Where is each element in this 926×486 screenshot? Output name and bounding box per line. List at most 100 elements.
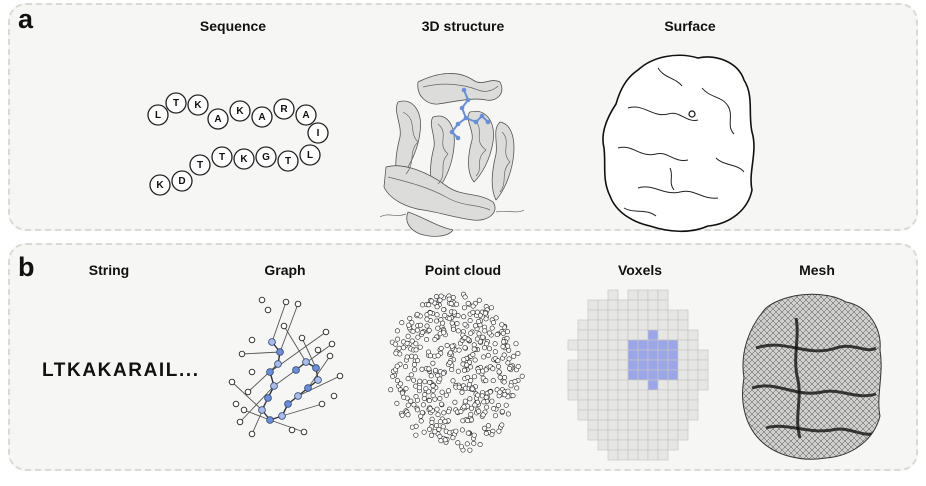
voxel [667, 429, 679, 441]
cloud-point [487, 346, 493, 352]
graph-node [244, 388, 252, 396]
graph-node [318, 400, 326, 408]
sequence-bead: D [171, 170, 193, 192]
cloud-point [417, 322, 423, 328]
voxel [697, 349, 709, 361]
voxel [587, 299, 599, 311]
mesh-edge [835, 294, 882, 460]
voxel [577, 379, 589, 391]
sequence-bead: A [295, 104, 317, 126]
cloud-point [481, 399, 487, 405]
voxel [637, 439, 649, 451]
voxel [657, 329, 669, 341]
voxel [607, 319, 619, 331]
graph-node-ligand [304, 384, 312, 392]
voxel [627, 449, 639, 461]
cloud-point [413, 423, 419, 429]
sequence-bead-letter: A [302, 110, 309, 121]
voxel [567, 389, 579, 401]
cloud-point [441, 330, 447, 336]
cloud-point [471, 432, 477, 438]
protein-surface [602, 54, 755, 233]
cloud-point [468, 330, 474, 336]
voxel [667, 409, 679, 421]
cloud-point [396, 345, 402, 351]
cloud-point [450, 295, 456, 301]
cloud-point [462, 335, 468, 341]
cloud-point [477, 442, 483, 448]
sequence-bead-letter: T [219, 152, 225, 163]
voxel [597, 419, 609, 431]
cloud-point [393, 350, 399, 356]
voxel [647, 409, 659, 421]
cloud-point [467, 447, 473, 453]
cloud-point [429, 298, 435, 304]
cloud-point [426, 398, 432, 404]
structure-title: 3D structure [421, 18, 505, 34]
voxel [597, 409, 609, 421]
cloud-point [471, 440, 477, 446]
voxel [607, 349, 619, 361]
cloud-point [476, 297, 482, 303]
voxel [607, 449, 619, 461]
cloud-point [390, 374, 396, 380]
voxel [657, 309, 669, 321]
mesh-edge [757, 294, 882, 460]
cloud-point [432, 336, 438, 342]
graph-node [232, 400, 240, 408]
voxel-ligand [627, 339, 639, 351]
sequence-bead-letter: T [197, 160, 203, 171]
cloud-point [418, 413, 424, 419]
cloud-point [430, 383, 436, 389]
voxel [577, 389, 589, 401]
cloud-point [410, 328, 416, 334]
cloud-point [462, 345, 468, 351]
voxel [677, 389, 689, 401]
voxel [667, 419, 679, 431]
voxel [617, 319, 629, 331]
voxel [597, 339, 609, 351]
voxel [607, 389, 619, 401]
voxel [677, 399, 689, 411]
voxel [647, 439, 659, 451]
graph-node-ligand [314, 376, 322, 384]
voxel [637, 429, 649, 441]
mesh-edge [811, 294, 882, 460]
voxel [687, 379, 699, 391]
cloud-point [471, 374, 477, 380]
voxel [637, 309, 649, 321]
voxel [617, 349, 629, 361]
voxel [617, 399, 629, 411]
cloud-point [424, 323, 430, 329]
voxel [657, 319, 669, 331]
cloud-point [414, 327, 420, 333]
voxel [607, 299, 619, 311]
voxel [607, 429, 619, 441]
cloud-point [405, 333, 411, 339]
cloud-point [448, 350, 454, 356]
voxel [607, 339, 619, 351]
mesh-edge [742, 294, 882, 460]
cloud-point [491, 320, 497, 326]
voxel [617, 329, 629, 341]
voxel [617, 409, 629, 421]
voxel [627, 429, 639, 441]
cloud-point [400, 345, 406, 351]
voxel [647, 449, 659, 461]
cloud-point [427, 426, 433, 432]
sequence-bead: G [255, 146, 277, 168]
voxel-ligand [647, 379, 659, 391]
cloud-point [435, 325, 441, 331]
voxel [687, 369, 699, 381]
cloud-point [490, 378, 496, 384]
voxel [657, 409, 669, 421]
graph-node-ligand [284, 400, 292, 408]
voxel [617, 369, 629, 381]
sequence-title: Sequence [199, 18, 267, 34]
sequence-bead-letter: A [258, 112, 265, 123]
cloud-point [483, 430, 489, 436]
voxel [567, 379, 579, 391]
cloud-point [473, 323, 479, 329]
cloud-point [470, 352, 476, 358]
cloud-point [471, 346, 477, 352]
